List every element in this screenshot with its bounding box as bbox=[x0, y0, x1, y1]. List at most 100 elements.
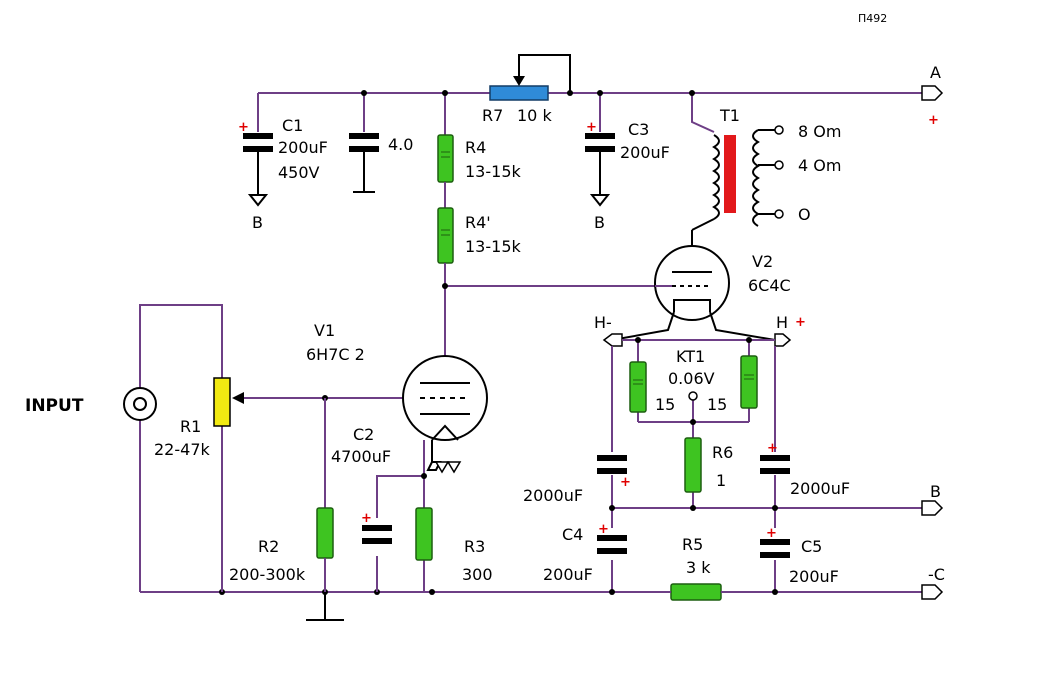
r4b-value: 13-15k bbox=[465, 237, 521, 256]
c3-ref: C3 bbox=[628, 120, 649, 139]
ground-b-label-2: B bbox=[594, 213, 605, 232]
polarity-plus: + bbox=[598, 522, 609, 537]
r3-value: 300 bbox=[462, 565, 493, 584]
junction-dot bbox=[635, 337, 641, 343]
r7-value: 10 k bbox=[517, 106, 552, 125]
v1-ref: V1 bbox=[314, 321, 335, 340]
transformer-t1 bbox=[691, 125, 784, 231]
v1-type: 6H7C 2 bbox=[306, 345, 365, 364]
tube-v2 bbox=[611, 230, 776, 341]
terminal-c-label: -C bbox=[928, 565, 945, 584]
c-h-right-value: 2000uF bbox=[790, 479, 850, 498]
resistor-r5 bbox=[670, 583, 722, 601]
wire-cathode-network bbox=[376, 440, 425, 592]
cap-4-value: 4.0 bbox=[388, 135, 413, 154]
v2-ref: V2 bbox=[752, 252, 773, 271]
c4-ref: C4 bbox=[562, 525, 583, 544]
ground-b-label: B bbox=[252, 213, 263, 232]
junction-dot bbox=[746, 337, 752, 343]
terminal-b-icon bbox=[921, 500, 944, 516]
junction-dot bbox=[690, 419, 696, 425]
r4b-ref: R4' bbox=[465, 213, 491, 232]
resistor-r6 bbox=[684, 437, 702, 493]
c1-voltage: 450V bbox=[278, 163, 320, 182]
c-h-left-value: 2000uF bbox=[523, 486, 583, 505]
c1-value: 200uF bbox=[278, 138, 328, 157]
tube-v1 bbox=[402, 355, 488, 474]
polarity-plus: + bbox=[767, 441, 778, 456]
c5-value: 200uF bbox=[789, 567, 839, 586]
kt1-left-value: 15 bbox=[655, 395, 675, 414]
tap-0-label: O bbox=[798, 205, 811, 224]
resistor-kt1-right bbox=[740, 355, 758, 409]
polarity-plus: + bbox=[928, 113, 939, 128]
capacitor-h-right bbox=[760, 455, 790, 474]
potentiometer-r1 bbox=[213, 377, 231, 427]
r1-ref: R1 bbox=[180, 417, 201, 436]
polarity-plus: + bbox=[586, 120, 597, 135]
junction-dot bbox=[597, 90, 603, 96]
terminal-c-icon bbox=[921, 584, 944, 600]
junction-dot bbox=[361, 90, 367, 96]
r5-value: 3 k bbox=[686, 558, 711, 577]
h-plus-label: H bbox=[776, 313, 788, 332]
c2-ref: C2 bbox=[353, 425, 374, 444]
resistor-r4 bbox=[437, 134, 454, 370]
wiper-arrow-icon bbox=[232, 392, 244, 404]
c4-value: 200uF bbox=[543, 565, 593, 584]
resistor-kt1-left bbox=[629, 361, 647, 413]
polarity-plus: + bbox=[361, 511, 372, 526]
r6-value: 1 bbox=[716, 471, 726, 490]
kt1-test-point-icon bbox=[688, 391, 698, 401]
capacitor-c4 bbox=[597, 535, 627, 554]
terminal-h-plus-icon bbox=[774, 333, 792, 347]
polarity-plus: + bbox=[620, 475, 631, 490]
r3-ref: R3 bbox=[464, 537, 485, 556]
polarity-plus: + bbox=[795, 315, 806, 330]
r4-ref: R4 bbox=[465, 138, 486, 157]
junction-dot bbox=[429, 589, 435, 595]
polarity-plus: + bbox=[238, 120, 249, 135]
capacitor-c5 bbox=[760, 539, 790, 558]
h-minus-label: H- bbox=[594, 313, 612, 332]
page-id: П492 bbox=[858, 12, 887, 25]
junction-dot bbox=[442, 90, 448, 96]
junction-dot bbox=[442, 283, 448, 289]
terminal-a-icon bbox=[921, 85, 944, 101]
c5-ref: C5 bbox=[801, 537, 822, 556]
c3-value: 200uF bbox=[620, 143, 670, 162]
capacitor-h-left bbox=[597, 455, 627, 474]
r7-ref: R7 bbox=[482, 106, 503, 125]
capacitor-c3 bbox=[585, 133, 615, 207]
capacitor-c1 bbox=[243, 133, 273, 207]
input-label: INPUT bbox=[25, 396, 84, 416]
junction-dot bbox=[609, 589, 615, 595]
terminal-b-label: B bbox=[930, 482, 941, 501]
c2-value: 4700uF bbox=[331, 447, 391, 466]
r4-value: 13-15k bbox=[465, 162, 521, 181]
r5-ref: R5 bbox=[682, 535, 703, 554]
v2-type: 6C4C bbox=[748, 276, 791, 295]
kt1-right-value: 15 bbox=[707, 395, 727, 414]
kt1-voltage: 0.06V bbox=[668, 369, 715, 388]
terminal-a-label: A bbox=[930, 63, 941, 82]
junction-dot bbox=[690, 505, 696, 511]
r1-value: 22-47k bbox=[154, 440, 210, 459]
junction-dot bbox=[421, 473, 427, 479]
junction-dot bbox=[689, 90, 695, 96]
polarity-plus: + bbox=[766, 526, 777, 541]
tap-8-label: 8 Om bbox=[798, 122, 841, 141]
resistor-r2 bbox=[316, 507, 334, 559]
junction-dot bbox=[609, 505, 615, 511]
r6-ref: R6 bbox=[712, 443, 733, 462]
capacitor-c2 bbox=[362, 525, 392, 544]
capacitor-4uf bbox=[349, 133, 379, 193]
wire-top-rail bbox=[257, 92, 922, 135]
r2-value: 200-300k bbox=[229, 565, 306, 584]
input-jack-icon bbox=[123, 387, 157, 421]
c1-ref: C1 bbox=[282, 116, 303, 135]
junction-dot bbox=[772, 589, 778, 595]
tap-4-label: 4 Om bbox=[798, 156, 841, 175]
r2-ref: R2 bbox=[258, 537, 279, 556]
